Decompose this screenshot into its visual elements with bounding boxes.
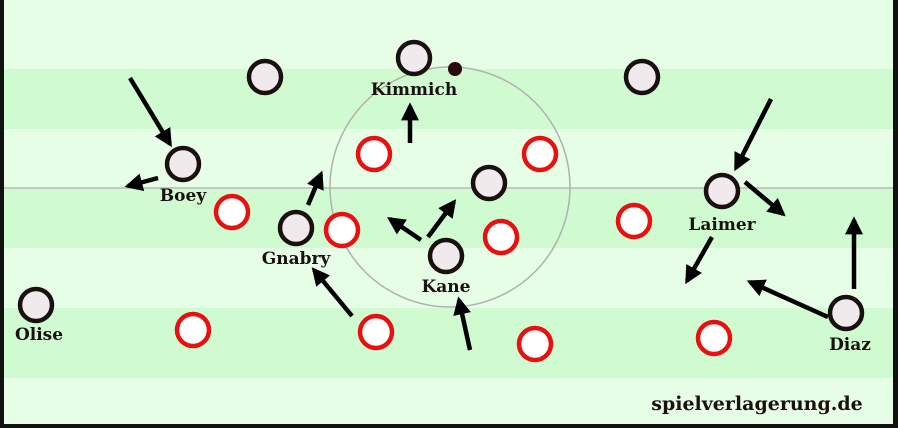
player-laimer [703, 172, 741, 210]
player-unnamed [246, 58, 284, 96]
arrow [128, 76, 172, 148]
player-diaz [827, 294, 865, 332]
right-border [893, 0, 898, 428]
arrow [305, 170, 324, 206]
arrow [453, 296, 473, 351]
arrow [685, 235, 714, 285]
arrow [733, 97, 774, 172]
label-gnabry: Gnabry [262, 249, 332, 269]
watermark: spielverlagerung.de [651, 393, 862, 415]
label-kimmich: Kimmich [371, 80, 457, 100]
opponent-player [615, 202, 653, 240]
bottom-border [0, 424, 898, 428]
arrow [426, 199, 457, 239]
label-diaz: Diaz [829, 335, 871, 355]
left-border [0, 0, 4, 428]
opponent-player [521, 135, 559, 173]
ball [448, 62, 462, 76]
opponent-player [213, 193, 251, 231]
label-laimer: Laimer [688, 215, 756, 235]
player-boey [164, 145, 202, 183]
player-unnamed [623, 58, 661, 96]
player-kane [427, 237, 465, 275]
player-kimmich [395, 39, 433, 77]
opponent-player [355, 135, 393, 173]
label-olise: Olise [15, 325, 63, 345]
arrow [387, 216, 423, 242]
opponent-player [323, 211, 361, 249]
team-players [17, 39, 865, 332]
opponent-players [174, 135, 733, 363]
opponent-player [357, 313, 395, 351]
opponent-player [516, 325, 554, 363]
movement-arrows [124, 76, 863, 351]
label-boey: Boey [160, 186, 208, 206]
pitch-stripes [0, 69, 898, 378]
player-olise [17, 286, 55, 324]
opponent-player [482, 218, 520, 256]
opponent-player [174, 311, 212, 349]
label-kane: Kane [422, 277, 471, 297]
arrow [746, 279, 829, 320]
arrow [311, 267, 354, 318]
opponent-player [695, 319, 733, 357]
arrow [124, 173, 159, 191]
player-unnamed [470, 164, 508, 202]
arrow [743, 180, 786, 217]
player-gnabry [277, 209, 315, 247]
